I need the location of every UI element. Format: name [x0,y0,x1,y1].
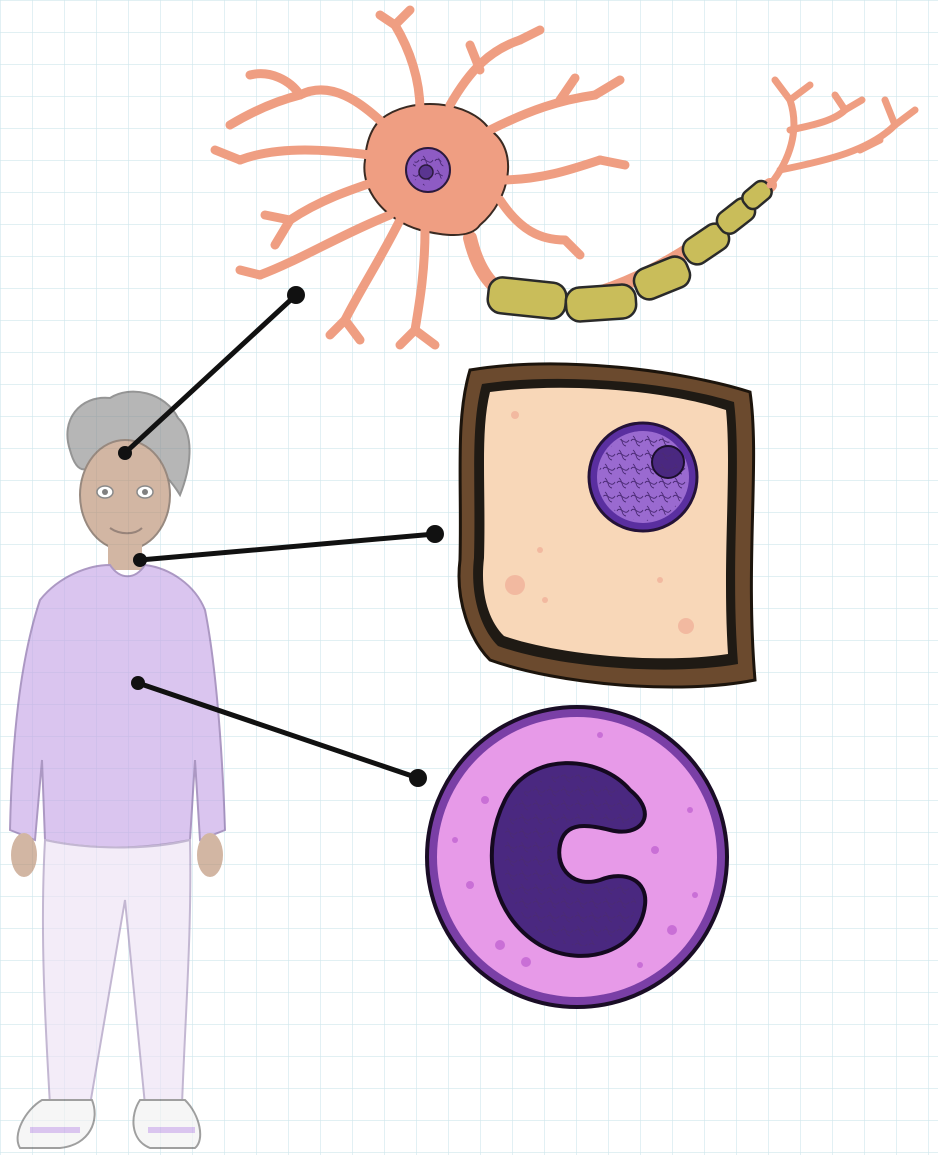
white-blood-cell-icon [427,707,727,1007]
skin-cell-icon [459,364,755,687]
shoe-right [133,1100,200,1148]
